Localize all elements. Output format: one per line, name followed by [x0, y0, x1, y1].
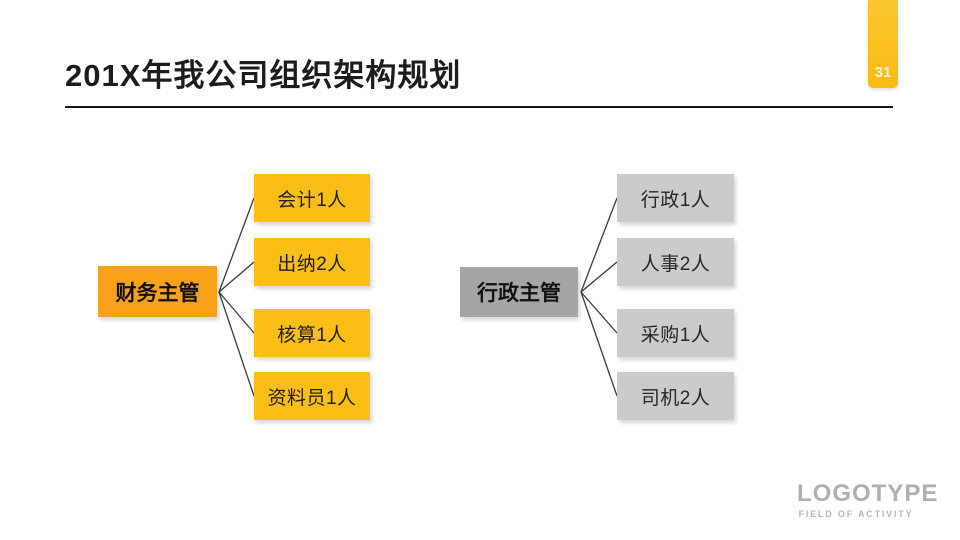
- logo: LOGOTYPE FIELD OF ACTIVITY: [797, 480, 939, 519]
- connector-line: [218, 291, 255, 397]
- connector-line: [218, 291, 255, 334]
- connector-line: [218, 261, 255, 293]
- org-node-label: 财务主管: [115, 281, 200, 305]
- org-node-label: 行政主管: [477, 282, 561, 305]
- logo-text: LOGOTYPE: [797, 480, 939, 507]
- page-title: 201X年我公司组织架构规划: [65, 58, 462, 93]
- org-node-label: 司机2人: [640, 387, 711, 409]
- org-node-label: 人事2人: [640, 253, 711, 275]
- title-underline: [65, 106, 893, 108]
- org-node-accountant: 会计1人: [254, 174, 370, 222]
- connector-line: [580, 261, 618, 293]
- org-node-hr-staff: 人事2人: [617, 238, 734, 286]
- connector-line: [218, 197, 255, 293]
- connector-line: [580, 291, 618, 334]
- org-node-records-clerk: 资料员1人: [254, 372, 370, 420]
- org-node-finance-supervisor: 财务主管: [98, 266, 217, 317]
- org-node-label: 出纳2人: [277, 253, 347, 275]
- org-node-label: 资料员1人: [267, 387, 357, 409]
- logo-tagline: FIELD OF ACTIVITY: [798, 509, 914, 519]
- org-node-label: 会计1人: [277, 189, 347, 211]
- org-node-label: 采购1人: [640, 324, 711, 346]
- org-node-label: 核算1人: [277, 324, 347, 346]
- page-number-tab: 31: [868, 0, 898, 88]
- page-number: 31: [874, 64, 892, 81]
- connector-line: [580, 291, 618, 397]
- org-node-procurement-staff: 采购1人: [617, 309, 734, 357]
- org-node-cashier: 出纳2人: [254, 238, 370, 286]
- connector-line: [580, 197, 618, 293]
- org-node-driver-staff: 司机2人: [617, 372, 734, 420]
- org-node-admin-supervisor: 行政主管: [460, 267, 578, 317]
- org-node-auditor: 核算1人: [254, 309, 370, 357]
- org-node-admin-staff: 行政1人: [617, 174, 734, 222]
- org-node-label: 行政1人: [640, 189, 711, 211]
